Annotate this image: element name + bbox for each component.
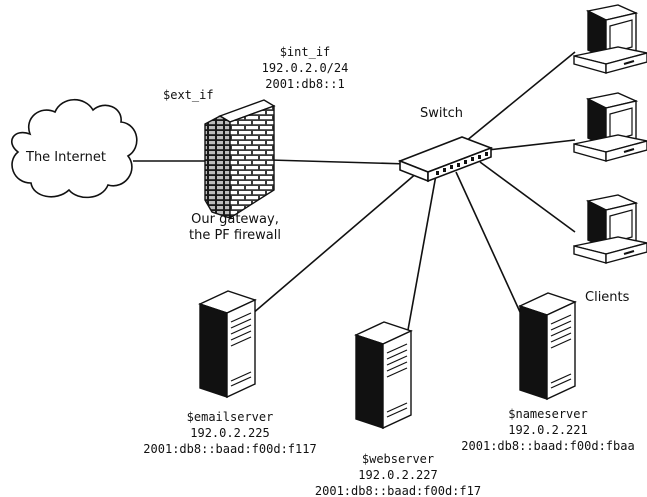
nameserver-block: $nameserver 192.0.2.221 2001:db8::baad:f…: [448, 406, 647, 454]
link-switch-client-top: [459, 51, 576, 147]
link-switch-webserver: [403, 174, 437, 353]
firewall-icon: [204, 99, 276, 220]
nameserver-ipv6: 2001:db8::baad:f00d:fbaa: [461, 439, 635, 453]
server-icon: [518, 292, 577, 401]
server-icon: [354, 321, 413, 430]
client-computers: [573, 4, 647, 264]
int-if-label: $int_if: [279, 45, 331, 59]
emailserver-block: $emailserver 192.0.2.225 2001:db8::baad:…: [130, 409, 330, 457]
webserver-block: $webserver 192.0.2.227 2001:db8::baad:f0…: [298, 451, 498, 497]
webserver-ipv6: 2001:db8::baad:f00d:f17: [314, 484, 482, 497]
switch-icon: [397, 136, 494, 183]
clients-label: Clients: [585, 290, 630, 305]
gateway-caption-line2: the PF firewall: [189, 228, 281, 243]
link-switch-client-middle: [487, 139, 576, 151]
gateway-caption-line1: Our gateway,: [191, 212, 279, 227]
int-if-block: $int_if 192.0.2.0/24 2001:db8::1: [250, 44, 360, 92]
nameserver-ipv4: 192.0.2.221: [508, 423, 588, 437]
emailserver-ipv4: 192.0.2.225: [190, 426, 270, 440]
ext-if-label: $ext_if: [163, 88, 214, 102]
int-if-ipv6: 2001:db8::1: [265, 77, 345, 91]
link-gateway-switch: [269, 159, 409, 165]
gateway-caption: Our gateway, the PF firewall: [180, 212, 290, 244]
cloud-icon: [11, 98, 138, 199]
link-switch-emailserver: [244, 171, 419, 321]
computer-icon: [573, 4, 647, 74]
link-switch-client-bottom: [479, 161, 576, 233]
computer-icon: [573, 194, 647, 264]
link-switch-nameserver: [455, 171, 521, 313]
computer-icon: [573, 92, 647, 162]
int-if-ipv4: 192.0.2.0/24: [261, 61, 349, 75]
emailserver-name: $emailserver: [186, 410, 274, 424]
server-icon: [198, 290, 257, 399]
connection-lines: [133, 51, 576, 353]
emailserver-ipv6: 2001:db8::baad:f00d:f117: [143, 442, 317, 456]
webserver-name: $webserver: [361, 452, 435, 466]
switch-label: Switch: [420, 106, 463, 121]
internet-label: The Internet: [26, 150, 106, 165]
nameserver-name: $nameserver: [508, 407, 588, 421]
webserver-ipv4: 192.0.2.227: [358, 468, 438, 482]
